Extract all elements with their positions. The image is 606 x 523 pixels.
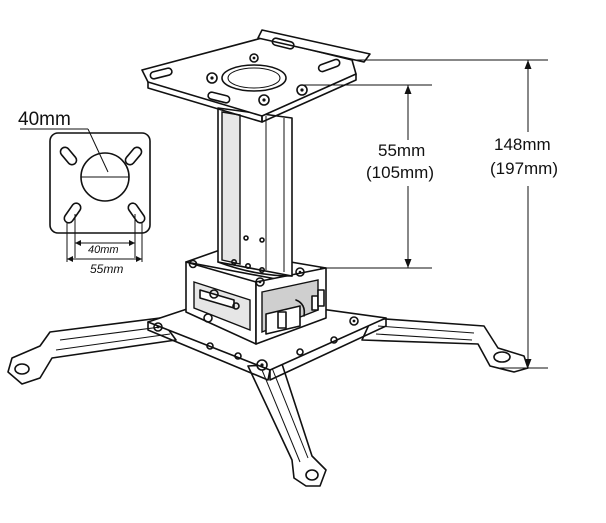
dimension-lines: 55mm (105mm) 148mm (197mm) (300, 59, 558, 369)
total-height-label: 148mm (494, 135, 551, 154)
inset-slots (59, 146, 146, 224)
extension-column (217, 107, 293, 277)
plate-inset: 40mm 40mm 55mm (18, 109, 151, 276)
total-height-extended-label: (197mm) (490, 159, 558, 178)
column-holes (231, 235, 265, 273)
inset-hole-label: 40mm (18, 109, 71, 130)
left-leg (7, 317, 177, 385)
mount-assembly (7, 29, 529, 487)
inset-plate-outline (49, 132, 151, 234)
column-height-extended-label: (105mm) (366, 163, 434, 182)
right-leg (361, 317, 529, 373)
ceiling-plate (141, 29, 371, 123)
column-height-label: 55mm (378, 141, 425, 160)
inset-inner-span-label: 40mm (88, 244, 119, 256)
bottom-leg (247, 363, 327, 487)
inset-outer-span-label: 55mm (90, 262, 123, 276)
